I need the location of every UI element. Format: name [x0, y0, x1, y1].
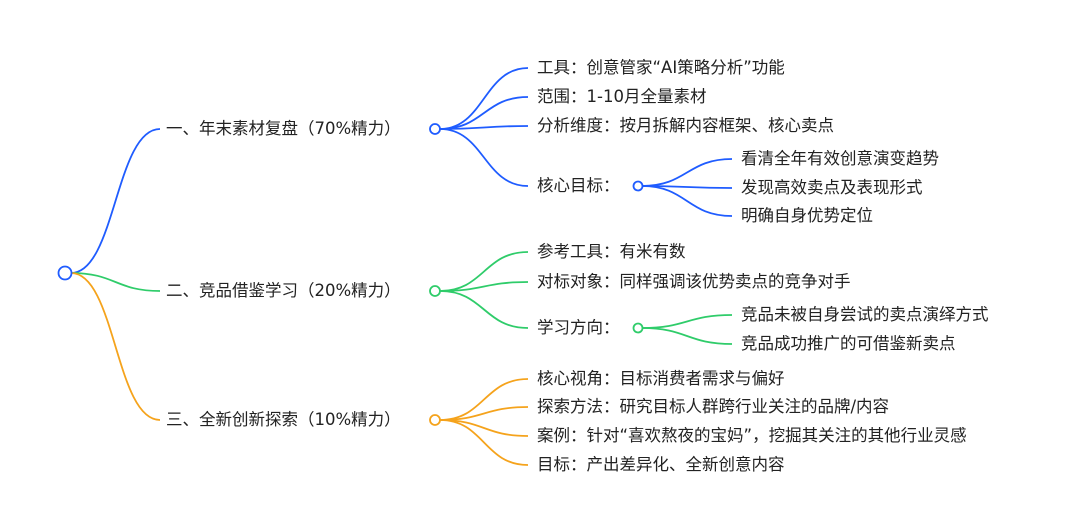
- child-collapse-toggle[interactable]: [632, 180, 644, 192]
- child-connector: [439, 281, 529, 292]
- child-label: 核心目标：: [537, 176, 620, 195]
- child-label: 案例：针对“喜欢熬夜的宝妈”，挖掘其关注的其他行业灵感: [537, 426, 967, 445]
- child-label: 核心视角：目标消费者需求与偏好: [537, 369, 785, 388]
- leaf-connector: [641, 314, 733, 329]
- child-label: 工具：创意管家“AI策略分析”功能: [537, 58, 785, 77]
- child-label: 目标：产出差异化、全新创意内容: [537, 455, 785, 474]
- leaf-connector: [641, 327, 733, 345]
- child-label: 对标对象：同样强调该优势卖点的竞争对手: [537, 272, 851, 291]
- leaf-connector: [641, 185, 733, 217]
- child-connector: [439, 378, 529, 421]
- branch-connector: [70, 128, 161, 274]
- child-connector: [439, 128, 529, 187]
- leaf-label: 明确自身优势定位: [741, 206, 873, 225]
- child-label: 参考工具：有米有数: [537, 242, 686, 261]
- child-connector: [439, 406, 529, 421]
- child-label: 分析维度：按月拆解内容框架、核心卖点: [537, 116, 834, 135]
- leaf-label: 竞品成功推广的可借鉴新卖点: [741, 334, 956, 353]
- leaf-connector: [641, 158, 733, 187]
- branch-connector: [70, 272, 161, 421]
- branch-collapse-toggle[interactable]: [429, 285, 441, 297]
- child-connector: [439, 290, 529, 329]
- child-connector: [439, 96, 529, 130]
- leaf-label: 竞品未被自身尝试的卖点演绎方式: [741, 305, 989, 324]
- child-connector: [439, 251, 529, 292]
- branch-collapse-toggle[interactable]: [429, 414, 441, 426]
- leaf-label: 看清全年有效创意演变趋势: [741, 149, 939, 168]
- branch-collapse-toggle[interactable]: [429, 123, 441, 135]
- child-collapse-toggle[interactable]: [632, 322, 644, 334]
- child-connector: [439, 67, 529, 130]
- branch-connector: [70, 272, 161, 292]
- root-node[interactable]: [57, 265, 73, 281]
- leaf-label: 发现高效卖点及表现形式: [741, 178, 923, 197]
- child-label: 范围：1-10月全量素材: [537, 87, 707, 106]
- child-label: 学习方向：: [537, 318, 620, 337]
- child-connector: [439, 419, 529, 466]
- branch-label: 一、年末素材复盘（70%精力）: [166, 119, 401, 138]
- branch-label: 二、竞品借鉴学习（20%精力）: [166, 281, 401, 300]
- branch-label: 三、全新创新探索（10%精力）: [166, 410, 401, 429]
- child-connector: [439, 125, 529, 130]
- child-label: 探索方法：研究目标人群跨行业关注的品牌/内容: [537, 397, 890, 416]
